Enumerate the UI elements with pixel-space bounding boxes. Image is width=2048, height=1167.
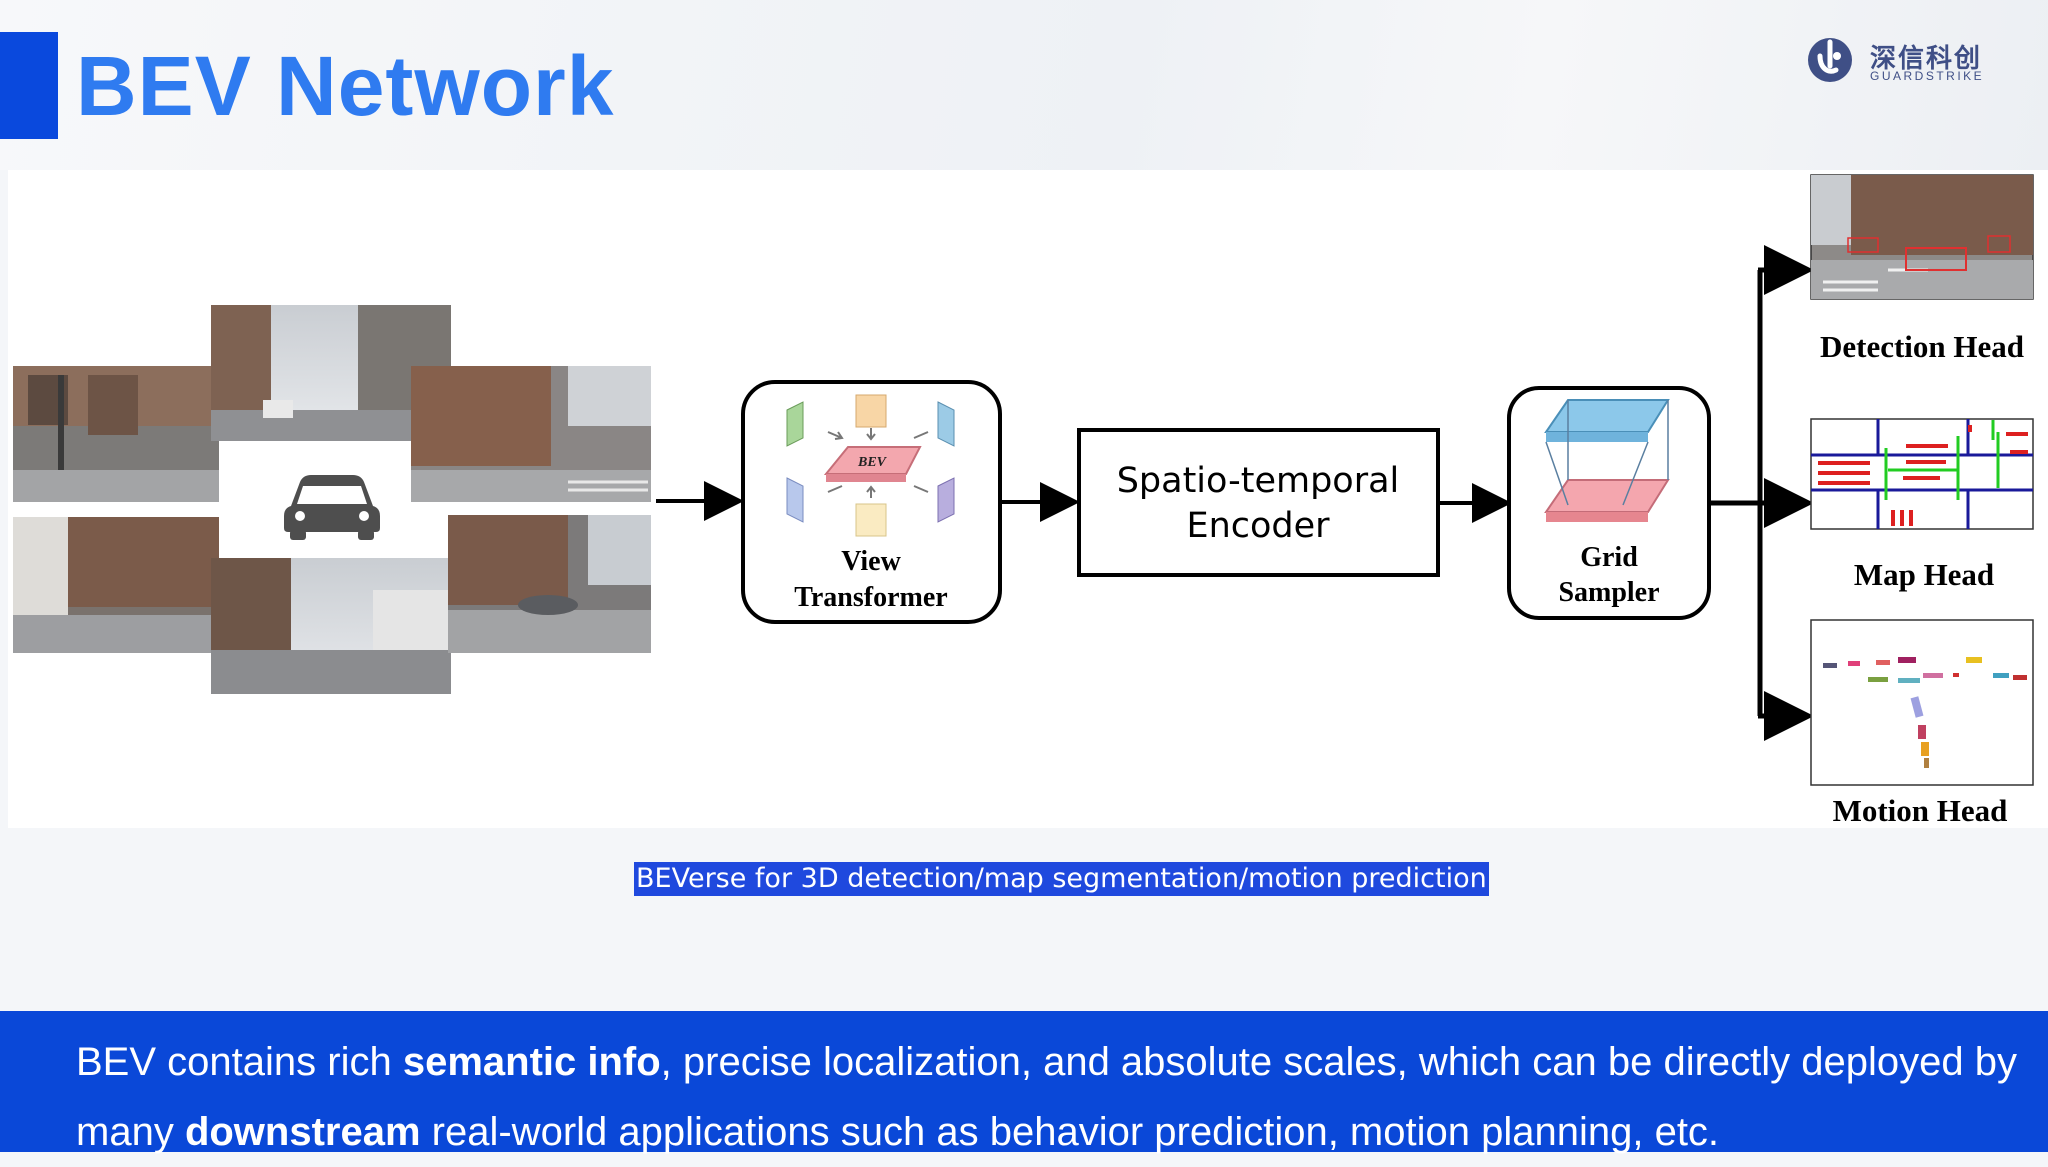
detection-head-image <box>1811 175 2033 299</box>
page-title: BEV Network <box>76 36 614 136</box>
camera-images <box>13 305 651 694</box>
beverse-diagram: BEV View Transformer Spatio-temporal Enc… <box>8 170 2048 828</box>
company-logo: 深信科创 GUARDSTRIKE <box>1806 36 1996 88</box>
encoder-label-2: Encoder <box>1186 506 1330 546</box>
detection-head-label: Detection Head <box>1820 329 2024 364</box>
figure-caption: BEVerse for 3D detection/map segmentatio… <box>634 862 1489 896</box>
map-head-image <box>1811 419 2033 529</box>
motion-head-label: Motion Head <box>1833 793 2008 828</box>
motion-head-image <box>1811 620 2033 785</box>
diagram-canvas: BEV View Transformer Spatio-temporal Enc… <box>8 170 2048 828</box>
summary-bold-semantic: semantic info <box>403 1040 661 1084</box>
view-transformer-label-2: Transformer <box>794 582 947 613</box>
bev-tag: BEV <box>857 455 888 470</box>
grid-sampler-label-2: Sampler <box>1558 577 1659 608</box>
summary-bold-downstream: downstream <box>185 1110 421 1154</box>
camera-back <box>211 558 451 694</box>
head-branch-arrows <box>1711 270 1804 716</box>
view-transformer-block: BEV View Transformer <box>743 382 1000 622</box>
view-transformer-label-1: View <box>841 546 901 577</box>
summary-part-1: BEV contains rich <box>76 1040 403 1084</box>
camera-front-left <box>13 366 219 502</box>
grid-sampler-block: Grid Sampler <box>1509 388 1709 618</box>
camera-back-left <box>13 517 219 653</box>
title-accent-bar <box>0 32 58 139</box>
logo-english-text: GUARDSTRIKE <box>1870 69 1984 83</box>
summary-text: BEV contains rich semantic info, precise… <box>76 1027 2026 1167</box>
map-head-label: Map Head <box>1854 557 1994 592</box>
spatio-temporal-encoder-block: Spatio-temporal Encoder <box>1079 430 1438 575</box>
camera-front-right <box>411 366 651 502</box>
camera-back-right <box>448 515 651 653</box>
summary-band: BEV contains rich semantic info, precise… <box>0 1011 2048 1152</box>
encoder-label-1: Spatio-temporal <box>1117 461 1400 501</box>
summary-part-3: real-world applications such as behavior… <box>421 1110 1720 1154</box>
grid-sampler-label-1: Grid <box>1580 542 1638 573</box>
logo-mark-icon <box>1806 36 1854 84</box>
